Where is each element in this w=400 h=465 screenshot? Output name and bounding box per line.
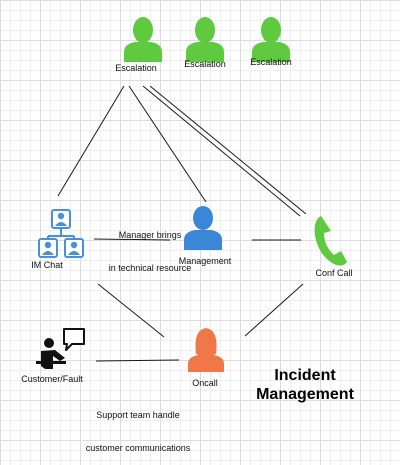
edge-escalation1-management <box>128 85 207 203</box>
phone-icon[interactable] <box>314 216 347 266</box>
edge-escalation1-oncall <box>142 85 301 217</box>
support-note-line-1: Support team handle <box>96 410 180 420</box>
escalation-1-icon[interactable] <box>124 17 162 62</box>
edge-customer-oncall <box>95 359 180 362</box>
escalation-2-label: Escalation <box>184 59 226 69</box>
edge-escalation1-conf-call <box>149 85 307 215</box>
management-label: Management <box>178 256 232 266</box>
support-note-line-2: customer communications <box>85 443 191 453</box>
im-chat-label: IM Chat <box>31 260 63 270</box>
support-note: Support team handle customer communicati… <box>86 388 191 465</box>
escalation-1-label: Escalation <box>115 63 157 73</box>
connector-lines <box>57 85 307 362</box>
conf-call-label: Conf Call <box>315 268 353 278</box>
edge-im-chat-management <box>93 238 171 241</box>
manager-note-line-1: Manager brings <box>118 230 182 240</box>
manager-note: Manager brings in technical resource <box>109 208 192 285</box>
diagram-title: Incident Management <box>250 366 360 404</box>
customer-speech-icon[interactable] <box>36 328 85 369</box>
title-line-2: Management <box>256 386 354 403</box>
management-person-icon[interactable] <box>184 206 222 250</box>
customer-fault-label: Customer/Fault <box>21 374 83 384</box>
network-icon[interactable] <box>38 209 84 258</box>
title-line-1: Incident <box>274 367 336 384</box>
manager-note-line-2: in technical resource <box>108 263 192 273</box>
diagram-canvas <box>36 17 347 372</box>
female-person-icon[interactable] <box>188 328 224 372</box>
edge-im-chat-oncall <box>97 283 165 338</box>
edge-conf-call-oncall <box>244 283 304 337</box>
oncall-label: Oncall <box>192 378 218 388</box>
edge-escalation1-im-chat <box>57 85 125 197</box>
escalation-3-label: Escalation <box>250 57 292 67</box>
escalation-3-icon[interactable] <box>252 17 290 62</box>
escalation-2-icon[interactable] <box>186 17 224 62</box>
